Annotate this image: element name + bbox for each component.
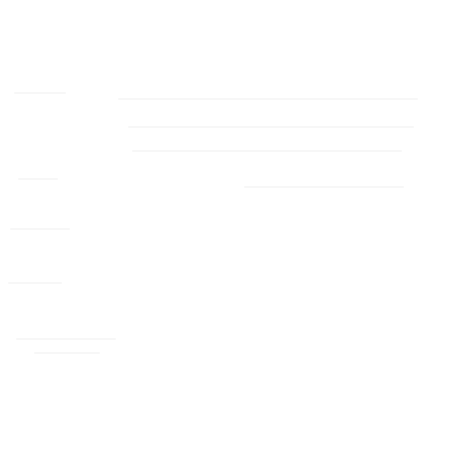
faint-stroke <box>128 126 414 128</box>
faint-stroke <box>118 98 418 100</box>
faint-stroke <box>8 282 62 284</box>
faint-stroke <box>244 186 404 188</box>
faint-stroke <box>132 150 402 152</box>
faint-stroke <box>34 352 100 354</box>
faint-stroke <box>18 178 58 180</box>
faint-stroke <box>10 228 70 230</box>
faint-stroke <box>16 338 116 340</box>
faint-stroke <box>14 92 66 94</box>
